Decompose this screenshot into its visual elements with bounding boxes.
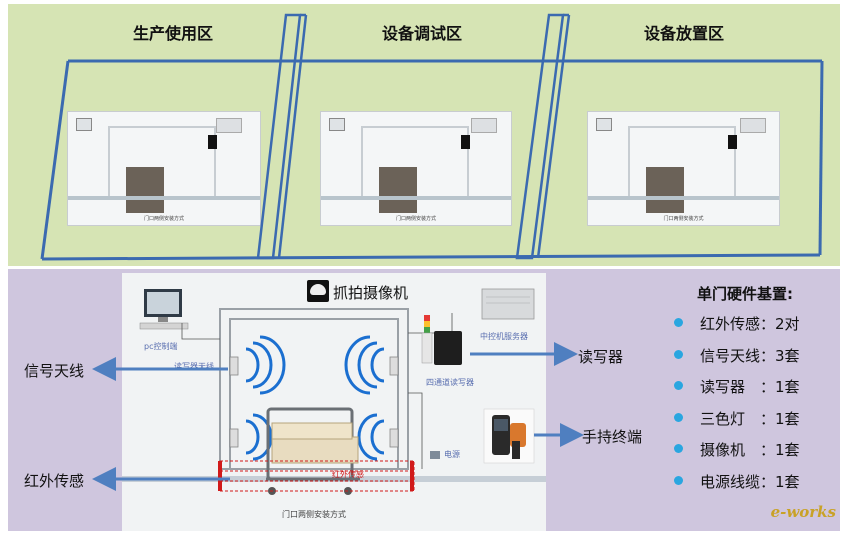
frame-bottom-line (41, 253, 821, 261)
install-scene-drawing (122, 288, 546, 495)
antenna-boxes (229, 356, 399, 448)
install-caption: 门口两侧安装方式 (282, 510, 346, 519)
zone-title-storage: 设备放置区 (644, 24, 725, 43)
sensor-small-label: 红外传感 (332, 470, 364, 479)
door-frame (219, 308, 409, 470)
hardware-list: 红外传感：2对 信号天线：3套 读写器 ：1套 三色灯 ：1套 摄像机 ：1套 … (672, 313, 800, 502)
wall-divider-1 (256, 13, 308, 260)
handheld-terminal-icon (483, 408, 535, 464)
mini-scene-2: 门口两侧安装方式 (320, 111, 512, 226)
zone-title-production: 生产使用区 (133, 24, 214, 43)
callout-infrared-label: 红外传感 (24, 472, 85, 490)
mini-scene-1: 门口两侧安装方式 (67, 111, 261, 226)
server-icon (481, 288, 535, 320)
watermark-logo: e-works (770, 503, 836, 521)
mini-caption: 门口两侧安装方式 (143, 216, 184, 222)
hardware-item: 摄像机 ：1套 (672, 439, 800, 471)
callout-arrows (92, 342, 584, 491)
install-scene: pc控制端 中控机服务器 读写器天线 四通道读写器 电源 红外传感 门口两侧安装… (122, 273, 546, 531)
bullet-icon (674, 475, 683, 485)
pc-label: pc控制端 (144, 342, 178, 351)
zone-title-debugging: 设备调试区 (382, 24, 463, 43)
power-box-icon (430, 451, 440, 459)
wall-divider-2 (515, 13, 571, 260)
mini-scene-3: 门口两侧安装方式 (587, 111, 780, 226)
frame-right-line (818, 60, 824, 256)
reader-device-icon (434, 331, 462, 365)
zone-frame-outline (40, 13, 824, 261)
hardware-item: 电源线缆：1套 (672, 471, 800, 503)
power-small-label: 电源 (444, 450, 460, 459)
bullet-icon (674, 412, 683, 422)
antenna-small-label: 读写器天线 (174, 362, 214, 371)
tricolor-light-icon (421, 315, 433, 364)
hardware-item: 信号天线：3套 (672, 345, 800, 377)
antenna-signal-icons (245, 335, 385, 461)
frame-left-line (40, 60, 70, 260)
bullet-icon (674, 381, 683, 390)
hardware-title: 单门硬件基置: (697, 285, 793, 303)
server-label: 中控机服务器 (480, 332, 528, 341)
hardware-item: 三色灯 ：1套 (672, 408, 800, 440)
hardware-item: 读写器 ：1套 (672, 376, 800, 408)
pc-monitor-icon (139, 289, 189, 330)
camera-label: 抓拍摄像机 (333, 284, 409, 302)
callout-handheld-label: 手持终端 (582, 428, 643, 446)
callout-antenna-label: 信号天线 (24, 362, 85, 380)
infrared-beam (218, 460, 415, 492)
mini-caption: 门口两侧安装方式 (663, 216, 704, 222)
camera-icon (307, 280, 329, 302)
mini-caption: 门口两侧安装方式 (395, 216, 436, 222)
bullet-icon (674, 318, 683, 327)
bullet-icon (674, 349, 683, 359)
hardware-item: 红外传感：2对 (672, 313, 800, 345)
cart-icon (266, 407, 360, 495)
reader-small-label: 四通道读写器 (426, 378, 474, 387)
callout-reader-label: 读写器 (578, 348, 624, 366)
bullet-icon (674, 444, 683, 453)
